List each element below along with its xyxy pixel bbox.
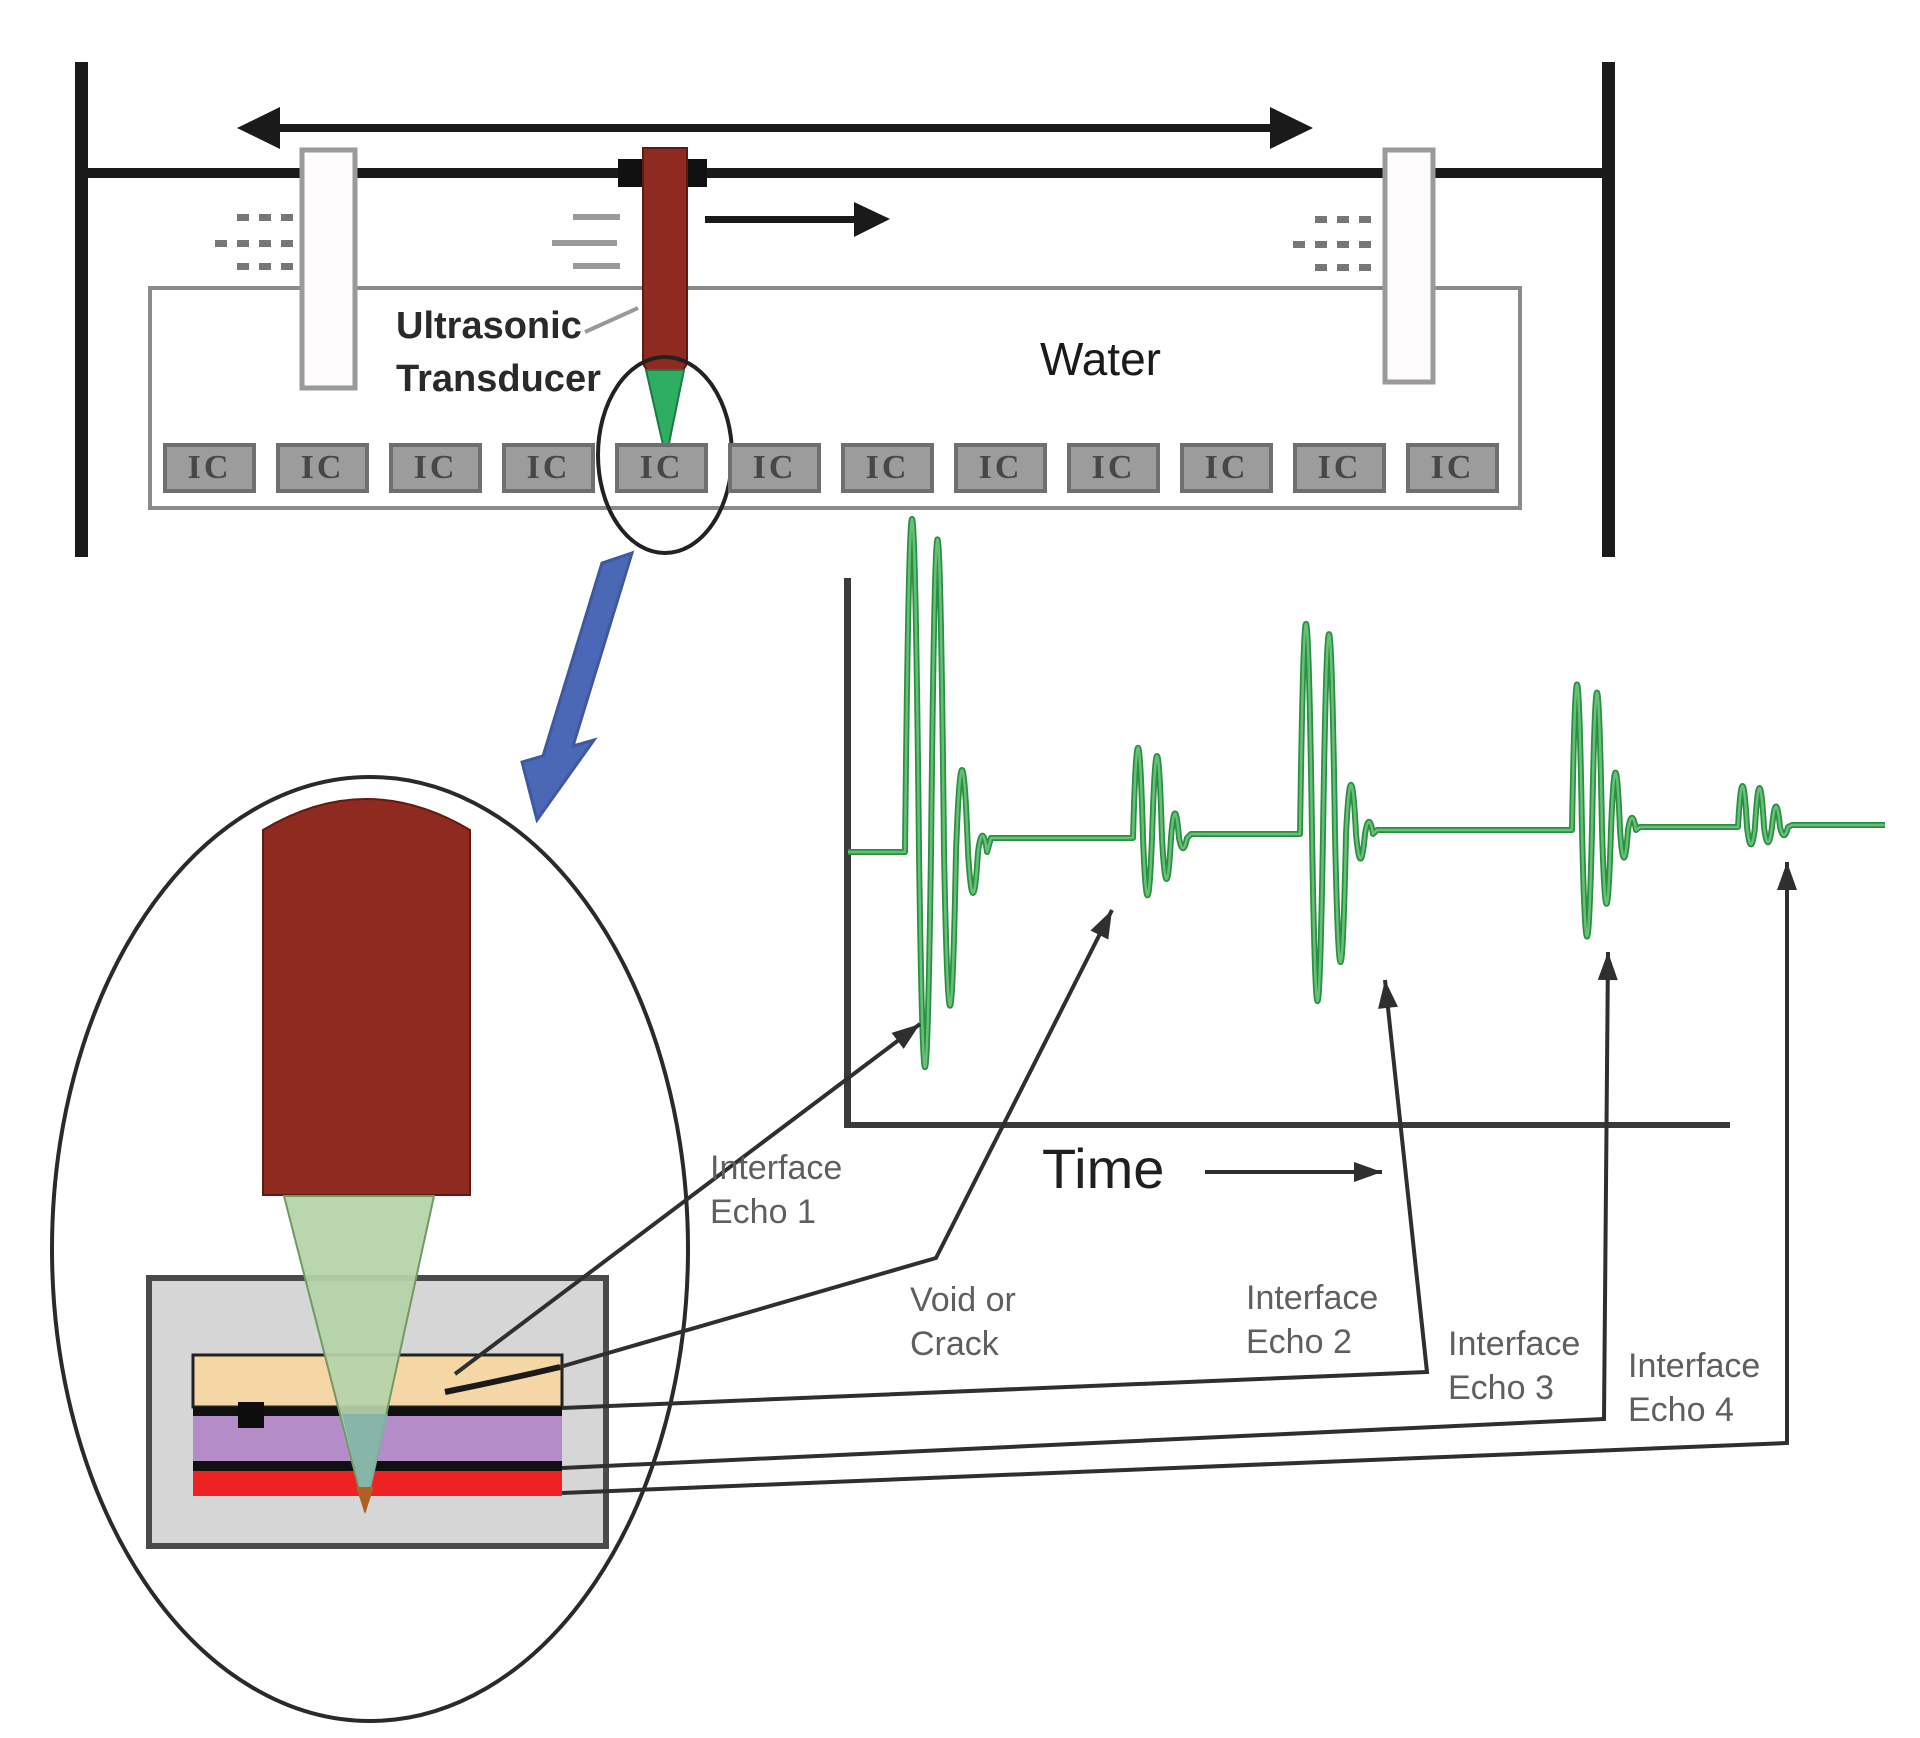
- echo3-pointer: [561, 951, 1610, 1470]
- echo4-pointer-arrowhead-icon: [1777, 862, 1797, 890]
- die-crack: [444, 1364, 561, 1395]
- gantry-frame: [75, 62, 1615, 557]
- transducer-label-pointer: [584, 306, 639, 334]
- bubble-dots-right: [1293, 216, 1371, 271]
- time-arrow-arrowhead-icon: [1354, 1162, 1382, 1182]
- ic-chip: IC: [1067, 443, 1160, 493]
- base-layer-red: [193, 1471, 562, 1496]
- plot-y-axis: [844, 578, 851, 1128]
- bond-layer: [193, 1461, 562, 1471]
- void-or-crack-label: Void or Crack: [910, 1281, 1016, 1363]
- holder-rod-right: [1382, 147, 1436, 385]
- interface-echo-1-label: Interface Echo 1: [710, 1149, 843, 1231]
- ic-chip: IC: [163, 443, 256, 493]
- echo1-pointer: [453, 1022, 922, 1376]
- gantry-rail: [82, 168, 1608, 178]
- holder-rod-left: [299, 147, 358, 391]
- ic-chip: IC: [389, 443, 482, 493]
- echo2-pointer: [561, 979, 1430, 1410]
- echo4-pointer: [561, 862, 1789, 1495]
- beam-focal-point: [356, 1487, 374, 1514]
- ic-chip: IC: [502, 443, 595, 493]
- zoom-transducer: [262, 798, 471, 1196]
- ic-chip: IC: [615, 443, 708, 493]
- bubble-dots-left: [215, 214, 293, 270]
- ultrasonic-transducer: [642, 147, 688, 376]
- ic-chip: IC: [728, 443, 821, 493]
- ic-chip: IC: [276, 443, 369, 493]
- echo3-pointer-arrowhead-icon: [1597, 952, 1618, 981]
- ascan-waveform: [848, 515, 1885, 1070]
- water-tank: [148, 286, 1522, 510]
- pointer-lines: [453, 862, 1797, 1495]
- interface-echo-3-label: Interface Echo 3: [1448, 1325, 1581, 1407]
- time-axis-label: Time: [1042, 1137, 1165, 1200]
- echo-signal-trace: [848, 515, 1885, 1070]
- water-ripple-lines: [552, 214, 620, 269]
- transducer-beam-tip: [644, 369, 686, 459]
- ic-chip: IC: [1180, 443, 1273, 493]
- ic-chip: IC: [1406, 443, 1499, 493]
- ic-chip: IC: [841, 443, 934, 493]
- zoom-detail-circle: [50, 775, 690, 1723]
- echo2-pointer-arrowhead-icon: [1378, 980, 1398, 1009]
- water-label: Water: [1040, 333, 1161, 385]
- echo-signal-trace: [848, 517, 1885, 1069]
- crack-pointer: [559, 909, 1114, 1369]
- ascan-plot-axes: [844, 578, 1730, 1128]
- echo1-pointer-arrowhead-icon: [891, 1024, 920, 1049]
- die-attach-void: [238, 1402, 264, 1428]
- beam-cone-focus: [342, 1414, 388, 1512]
- gantry-left-post: [75, 62, 88, 557]
- interface-echo-4-label: Interface Echo 4: [1628, 1347, 1761, 1429]
- plot-x-axis: [844, 1122, 1730, 1128]
- beam-cone: [282, 1195, 436, 1513]
- gantry-right-post: [1602, 62, 1615, 557]
- crack-pointer-arrowhead-icon: [1090, 910, 1112, 940]
- ultrasonic-transducer-label: Ultrasonic Transducer: [396, 305, 601, 400]
- interface-echo-2-label: Interface Echo 2: [1246, 1279, 1379, 1361]
- transducer-move-arrow-icon: [705, 202, 890, 237]
- zoom-arrow-icon: [520, 550, 635, 824]
- ic-chip: IC: [1293, 443, 1386, 493]
- ic-chip: IC: [954, 443, 1047, 493]
- scan-direction-arrow-icon: [237, 107, 1313, 149]
